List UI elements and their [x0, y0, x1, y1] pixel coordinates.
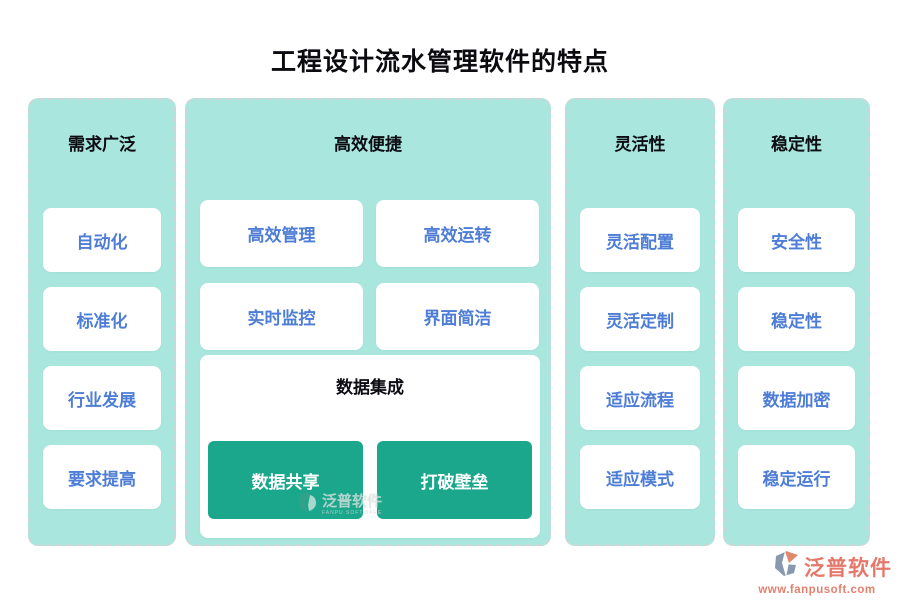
feature-card: 数据加密 — [738, 366, 855, 430]
feature-badge: 打破壁垒 — [377, 441, 532, 519]
panel-stability-header: 稳定性 — [771, 135, 822, 154]
brand-name: 泛普软件 — [804, 556, 892, 580]
feature-card: 适应流程 — [580, 366, 700, 430]
feature-card: 灵活配置 — [580, 208, 700, 272]
feature-card: 要求提高 — [43, 445, 161, 509]
feature-card: 实时监控 — [200, 283, 363, 350]
panel-efficiency: 高效便捷 高效管理 高效运转 实时监控 界面简洁 数据集成 数据共享 打破壁垒 — [185, 98, 551, 546]
feature-card: 稳定性 — [738, 287, 855, 351]
feature-card: 安全性 — [738, 208, 855, 272]
feature-card: 灵活定制 — [580, 287, 700, 351]
panel-demand-cards: 自动化 标准化 行业发展 要求提高 — [43, 208, 161, 509]
panel-flexibility: 灵活性 灵活配置 灵活定制 适应流程 适应模式 — [565, 98, 715, 546]
feature-badge: 数据共享 — [208, 441, 363, 519]
feature-card: 界面简洁 — [376, 283, 539, 350]
fanpu-logo-icon — [772, 549, 802, 584]
brand-logo: 泛普软件 www.fanpusoft.com — [742, 549, 892, 596]
panel-flexibility-cards: 灵活配置 灵活定制 适应流程 适应模式 — [580, 208, 700, 509]
feature-card: 高效运转 — [376, 200, 539, 267]
feature-card: 适应模式 — [580, 445, 700, 509]
panel-efficiency-cards: 高效管理 高效运转 实时监控 界面简洁 — [200, 200, 539, 350]
panel-flexibility-header: 灵活性 — [614, 135, 666, 154]
feature-card: 稳定运行 — [738, 445, 855, 509]
feature-card: 标准化 — [43, 287, 161, 351]
panel-demand: 需求广泛 自动化 标准化 行业发展 要求提高 — [28, 98, 176, 546]
data-integration-header: 数据集成 — [336, 378, 404, 397]
feature-card: 高效管理 — [200, 200, 363, 267]
data-integration-buttons: 数据共享 打破壁垒 — [208, 441, 532, 519]
panel-efficiency-header: 高效便捷 — [334, 135, 402, 154]
feature-card: 行业发展 — [43, 366, 161, 430]
panel-stability-cards: 安全性 稳定性 数据加密 稳定运行 — [738, 208, 855, 509]
page-title: 工程设计流水管理软件的特点 — [270, 48, 609, 76]
panel-demand-header: 需求广泛 — [68, 135, 136, 154]
data-integration-panel: 数据集成 数据共享 打破壁垒 泛普软件 FANPU SOFTWARE — [200, 355, 540, 538]
brand-url: www.fanpusoft.com — [758, 584, 876, 596]
panel-stability: 稳定性 安全性 稳定性 数据加密 稳定运行 — [723, 98, 870, 546]
brand-logo-row: 泛普软件 — [742, 549, 892, 584]
feature-card: 自动化 — [43, 208, 161, 272]
